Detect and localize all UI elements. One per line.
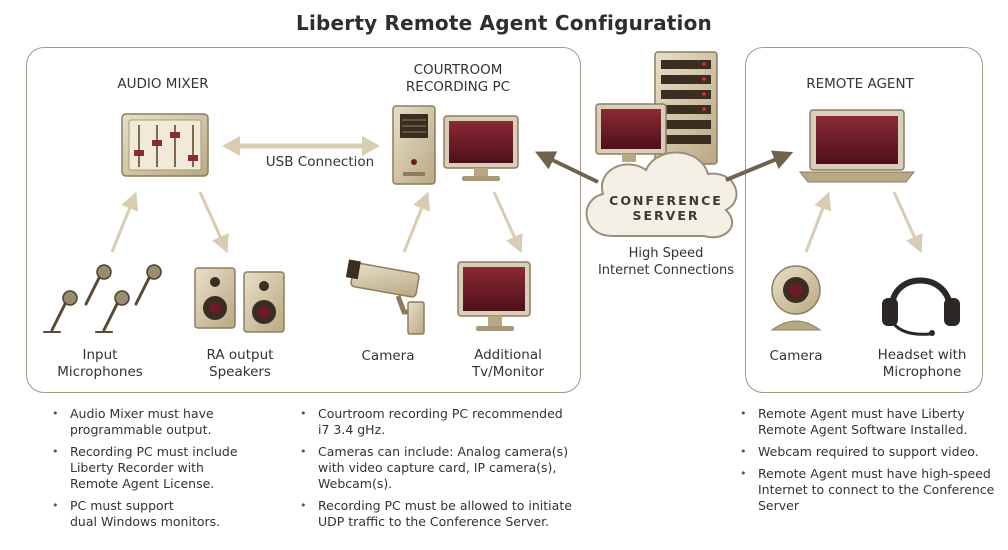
server-monitor-icon <box>595 103 667 162</box>
camera-label: Camera <box>361 348 415 364</box>
audio-mixer-icon <box>121 113 209 177</box>
laptop-to-headset-arrow <box>892 191 923 254</box>
headset-label: Headset with Microphone <box>877 347 967 380</box>
notes-column-mixer: Audio Mixer must have programmable outpu… <box>50 406 280 536</box>
audio-mixer-label: AUDIO MIXER <box>117 76 209 92</box>
input-microphones-label: Input Microphones <box>57 347 143 380</box>
internet-connections-label: High Speed Internet Connections <box>597 246 735 278</box>
note-item: Remote Agent must have high-speed Intern… <box>738 466 1004 514</box>
note-item: Recording PC must include Liberty Record… <box>50 444 280 492</box>
speakers-icon <box>194 267 285 333</box>
note-item: Remote Agent must have Liberty Remote Ag… <box>738 406 1004 438</box>
mic-to-mixer-arrow <box>110 191 138 253</box>
webcam-icon <box>770 265 822 331</box>
pc-to-monitor-arrow <box>492 191 523 254</box>
pc-monitor-icon <box>443 115 519 181</box>
conference-server-cloud-icon <box>585 151 738 239</box>
note-item: PC must support dual Windows monitors. <box>50 498 280 530</box>
webcam-label: Camera <box>769 348 823 364</box>
recording-pc-label: COURTROOM RECORDING PC <box>405 62 511 95</box>
usb-connection-arrow <box>222 136 380 156</box>
page-title: Liberty Remote Agent Configuration <box>296 11 712 35</box>
note-item: Recording PC must be allowed to initiate… <box>298 498 598 530</box>
speakers-label: RA output Speakers <box>206 347 274 380</box>
security-camera-icon <box>345 259 425 335</box>
note-item: Cameras can include: Analog camera(s) wi… <box>298 444 598 492</box>
note-item: Courtroom recording PC recommended i7 3.… <box>298 406 598 438</box>
server-to-agent-arrow <box>725 150 794 182</box>
additional-monitor-icon <box>457 261 531 331</box>
note-item: Webcam required to support video. <box>738 444 1004 460</box>
pc-tower-icon <box>392 105 436 185</box>
notes-column-pc: Courtroom recording PC recommended i7 3.… <box>298 406 598 536</box>
server-to-pc-arrow <box>534 151 599 184</box>
monitor-label: Additional Tv/Monitor <box>471 347 545 380</box>
microphones-icon <box>43 264 162 333</box>
server-rack-icon <box>654 51 718 165</box>
usb-connection-label: USB Connection <box>265 154 375 170</box>
note-item: Audio Mixer must have programmable outpu… <box>50 406 280 438</box>
headset-icon <box>882 277 960 336</box>
remote-agent-label: REMOTE AGENT <box>806 76 914 92</box>
webcam-to-laptop-arrow <box>804 191 832 253</box>
laptop-icon <box>798 109 916 183</box>
notes-column-remote: Remote Agent must have Liberty Remote Ag… <box>738 406 1004 520</box>
remote-agent-panel <box>745 47 983 393</box>
courtroom-panel <box>26 47 581 393</box>
mixer-to-speaker-arrow <box>198 191 229 254</box>
conference-server-label: CONFERENCE SERVER <box>609 193 723 223</box>
camera-to-pc-arrow <box>402 191 430 253</box>
